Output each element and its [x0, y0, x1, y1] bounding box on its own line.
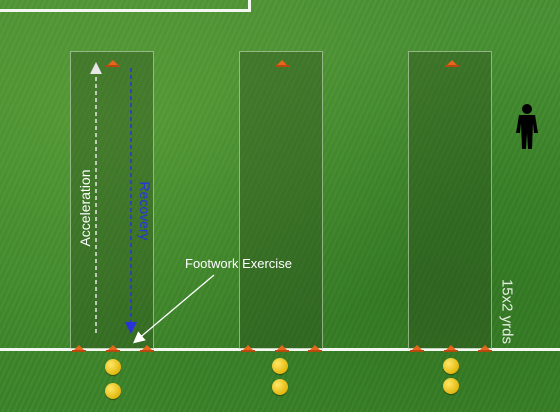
lane-2	[239, 51, 323, 349]
ball-icon	[105, 383, 121, 399]
cone-icon	[410, 345, 424, 352]
ball-icon	[272, 379, 288, 395]
ball-icon	[443, 378, 459, 394]
cone-icon	[308, 345, 322, 352]
cone-icon	[72, 345, 86, 352]
player-icon	[516, 104, 538, 149]
lane-3	[408, 51, 492, 349]
ball-icon	[105, 359, 121, 375]
cone-icon	[140, 345, 154, 352]
lane-1	[70, 51, 154, 349]
cone-icon	[444, 345, 458, 352]
callout-arrow	[133, 274, 215, 344]
cone-icon	[275, 60, 289, 67]
cone-icon	[275, 345, 289, 352]
acceleration-label: Acceleration	[77, 169, 93, 247]
penalty-box-top-line	[0, 9, 251, 12]
cone-icon	[478, 345, 492, 352]
cone-icon	[445, 60, 459, 67]
recovery-label: Recovery	[137, 181, 153, 241]
area-size-label: 15x2 yrds	[498, 278, 516, 345]
penalty-box-side-line	[248, 0, 251, 12]
exercise-callout-label: Footwork Exercise	[185, 256, 292, 271]
cone-icon	[241, 345, 255, 352]
cone-icon	[106, 345, 120, 352]
ball-icon	[443, 358, 459, 374]
cone-icon	[106, 60, 120, 67]
ball-icon	[272, 358, 288, 374]
